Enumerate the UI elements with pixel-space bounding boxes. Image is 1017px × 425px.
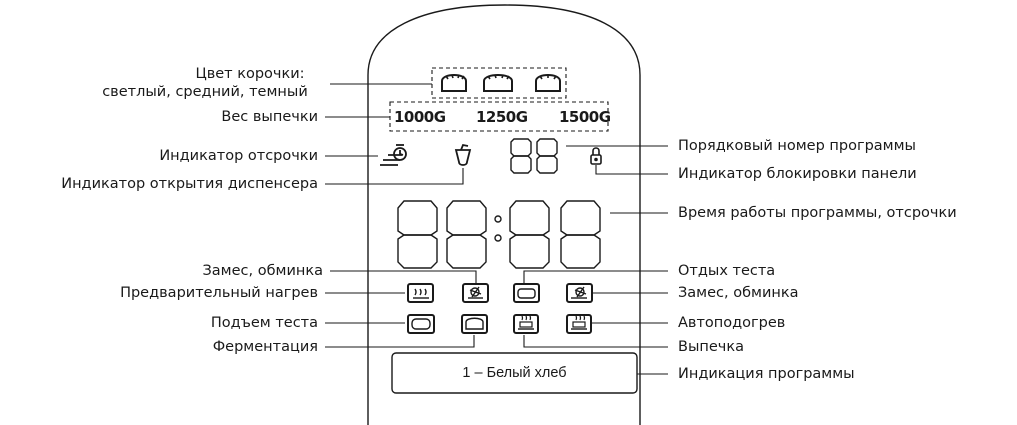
label-panel-lock: Индикатор блокировки панели — [678, 166, 917, 182]
digit-large-3 — [509, 200, 550, 269]
bread-light-icon — [441, 74, 467, 92]
lock-icon — [590, 147, 602, 165]
digit-small-1 — [510, 138, 532, 174]
label-crust-color-line2: светлый, средний, темный — [102, 84, 308, 100]
label-kneading-left: Замес, обминка — [202, 263, 323, 279]
leader-fermentation — [325, 335, 475, 348]
label-dough-rest: Отдых теста — [678, 263, 776, 279]
dough-rest-icon — [513, 283, 540, 303]
label-dough-rise: Подъем теста — [210, 315, 318, 331]
leader-dispenser — [325, 168, 464, 185]
label-dispenser-indicator: Индикатор открытия диспенсера — [61, 176, 318, 192]
dough-rise-icon — [407, 314, 435, 334]
label-baking: Выпечка — [678, 339, 745, 355]
kneading-left-icon — [462, 283, 489, 303]
colon-dot-bottom — [494, 234, 502, 242]
weight-1500: 1500G — [559, 108, 611, 126]
leader-kneading-left — [330, 270, 477, 283]
baking-icon — [513, 314, 539, 334]
keep-warm-icon — [566, 314, 592, 334]
weight-1000: 1000G — [394, 108, 446, 126]
label-delay-indicator: Индикатор отсрочки — [159, 148, 318, 164]
label-fermentation: Ферментация — [212, 339, 318, 355]
preheat-icon — [407, 283, 434, 303]
kneading-right-icon — [566, 283, 593, 303]
label-keep-warm: Автоподогрев — [678, 315, 786, 331]
bread-dark-icon — [535, 74, 561, 92]
run-time-digits — [397, 200, 601, 269]
digit-large-4 — [560, 200, 601, 269]
label-kneading-right: Замес, обминка — [678, 285, 799, 301]
leader-dough-rest — [523, 270, 668, 283]
delay-icon — [380, 144, 407, 166]
leader-lock — [595, 165, 668, 175]
panel-outline — [367, 4, 641, 425]
crust-color-box — [431, 67, 567, 99]
colon-dot-top — [494, 215, 502, 223]
label-run-time: Время работы программы, отсрочки — [678, 205, 957, 221]
digit-large-2 — [446, 200, 487, 269]
label-program-number: Порядковый номер программы — [678, 138, 916, 154]
program-number-digits — [510, 138, 558, 174]
dispenser-icon — [454, 143, 472, 166]
label-baking-weight: Вес выпечки — [221, 109, 318, 125]
digit-small-2 — [536, 138, 558, 174]
weight-1250: 1250G — [476, 108, 528, 126]
label-program-display: Индикация программы — [678, 366, 855, 382]
label-preheat: Предварительный нагрев — [120, 285, 318, 301]
bread-medium-icon — [483, 74, 513, 92]
fermentation-icon — [461, 314, 488, 334]
label-crust-color-line1: Цвет корочки: — [195, 66, 305, 82]
program-display-text: 1 – Белый хлеб — [462, 365, 567, 381]
digit-large-1 — [397, 200, 438, 269]
leader-baking — [523, 335, 668, 348]
program-display-box — [391, 352, 638, 394]
